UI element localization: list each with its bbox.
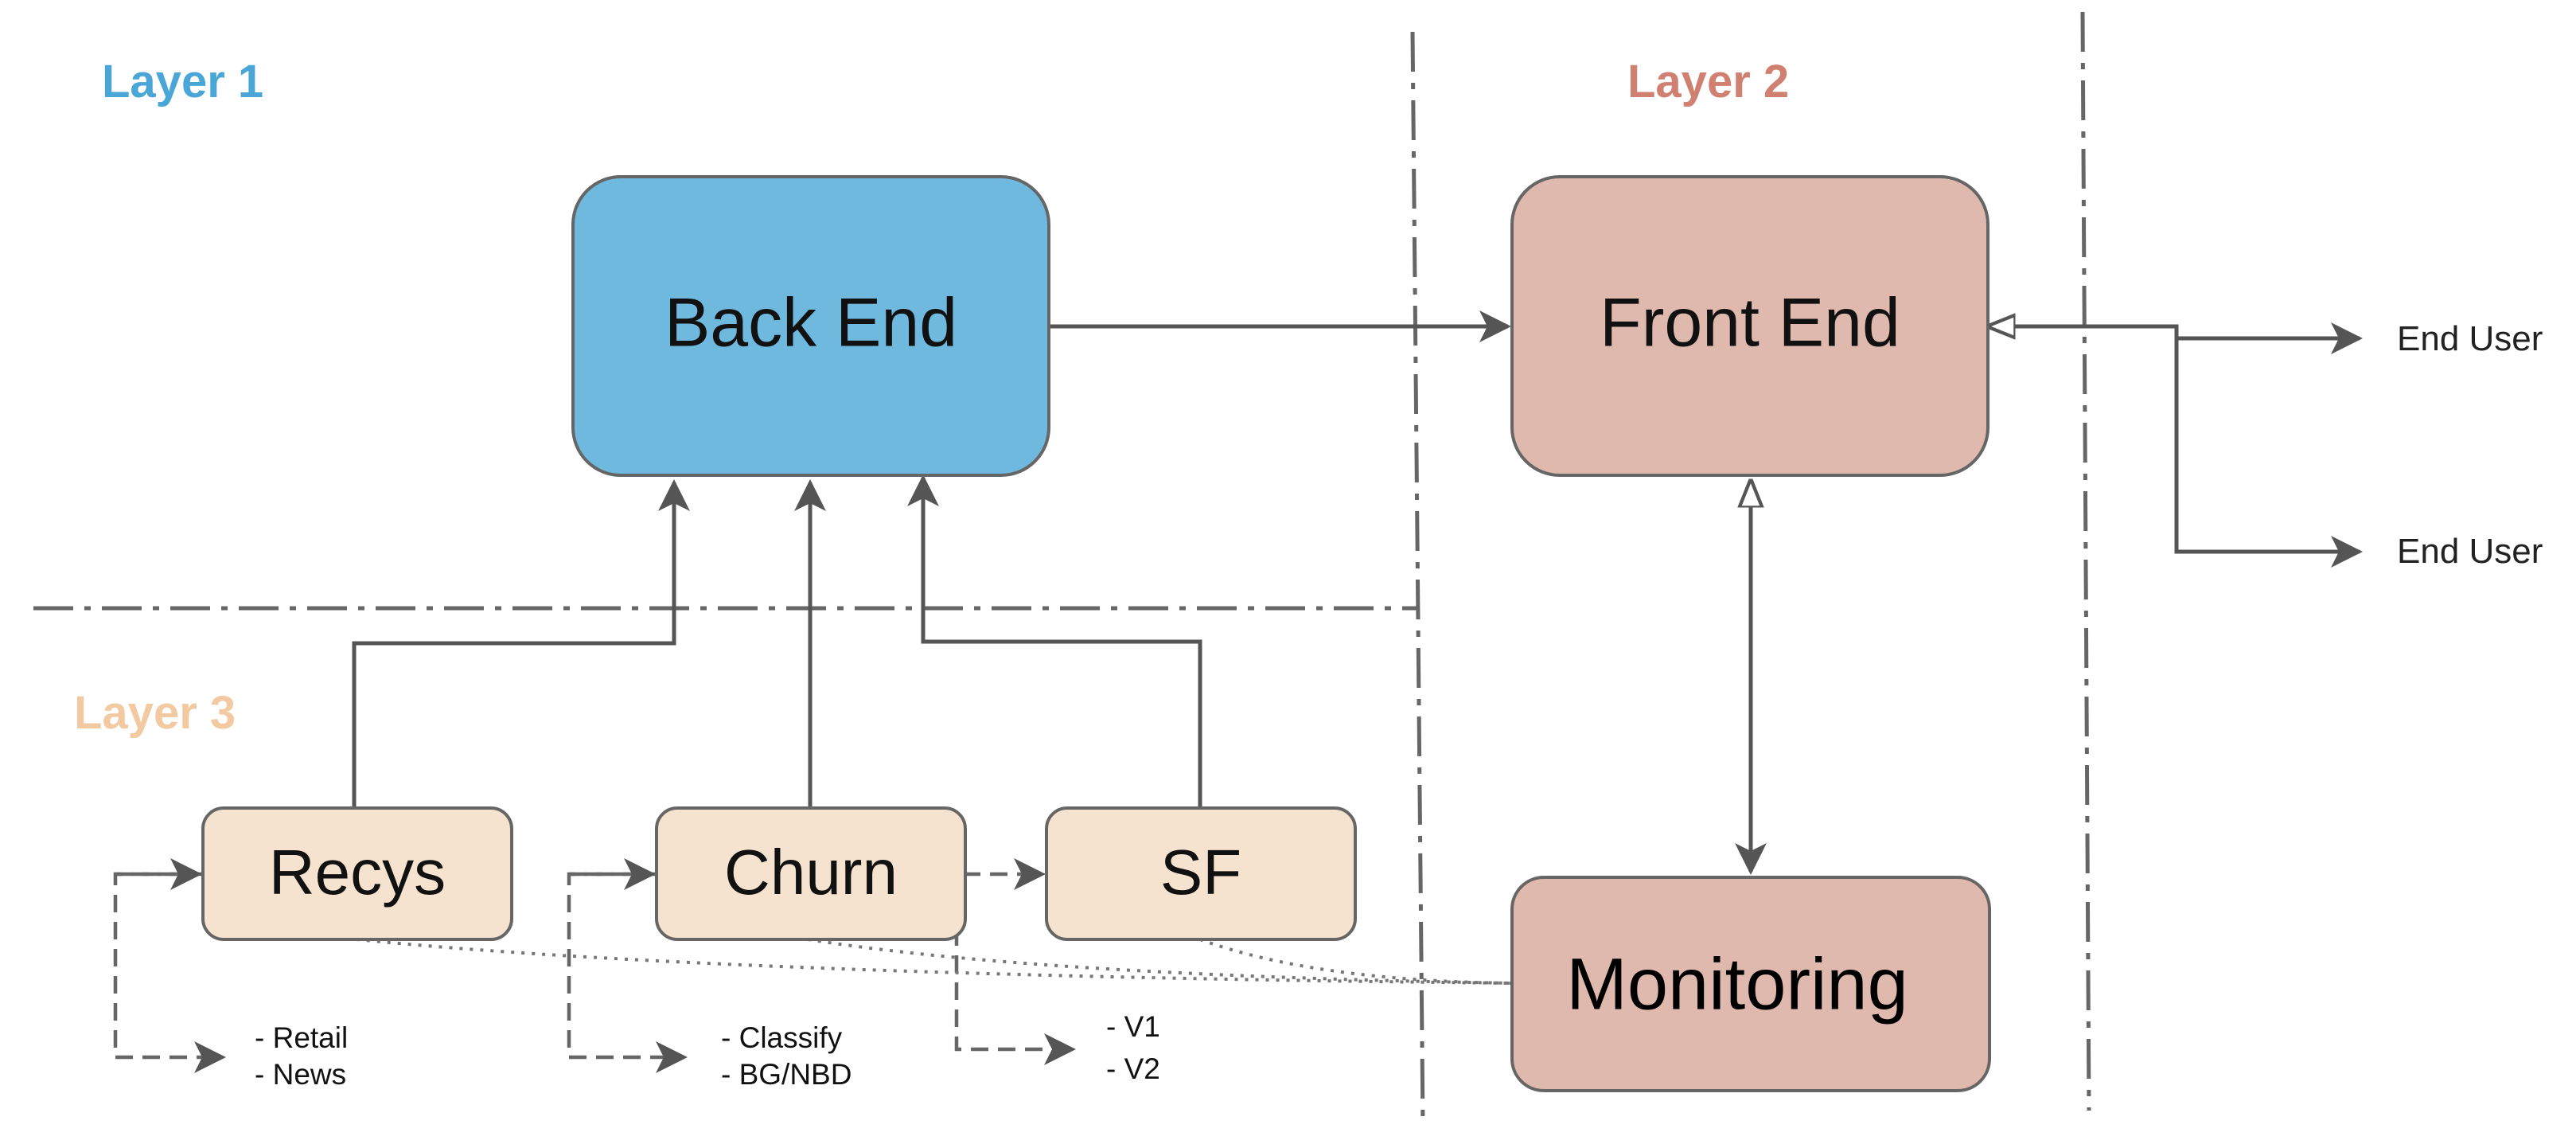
layer3-label: Layer 3 bbox=[74, 687, 236, 739]
sf-monitoring-link bbox=[1199, 938, 1513, 985]
separator-vertical-right bbox=[2080, 11, 2091, 1111]
connectors bbox=[352, 310, 2363, 872]
end-user-label-2: End User bbox=[2397, 532, 2543, 571]
end-user-2-connector bbox=[2174, 326, 2363, 568]
node-recys[interactable]: Recys bbox=[201, 806, 513, 941]
back-end-label: Back End bbox=[664, 285, 957, 361]
node-monitoring[interactable]: Monitoring bbox=[1510, 876, 1991, 1092]
front-end-label: Front End bbox=[1600, 285, 1900, 361]
sf-note-2: - V2 bbox=[1106, 1052, 1160, 1085]
churn-label: Churn bbox=[724, 837, 898, 908]
node-sf[interactable]: SF bbox=[1045, 806, 1357, 941]
monitoring-dotted-links bbox=[356, 938, 1513, 985]
layer-separators bbox=[33, 11, 2091, 1127]
churn-note-1: - Classify bbox=[721, 1021, 843, 1054]
separator-vertical-left bbox=[1410, 31, 1425, 1127]
recys-label: Recys bbox=[269, 837, 446, 908]
recys-note-2: - News bbox=[255, 1058, 346, 1091]
node-front-end[interactable]: Front End bbox=[1510, 175, 1989, 477]
sf-to-backend-connector bbox=[907, 474, 1202, 808]
monitoring-label: Monitoring bbox=[1566, 943, 1908, 1025]
end-user-label-1: End User bbox=[2397, 319, 2543, 358]
layer1-label: Layer 1 bbox=[102, 56, 263, 107]
churn-monitoring-link bbox=[807, 938, 1513, 985]
sf-label: SF bbox=[1160, 837, 1241, 908]
recys-monitoring-link bbox=[356, 938, 1513, 985]
node-back-end[interactable]: Back End bbox=[571, 175, 1050, 477]
sf-note-1: - V1 bbox=[1106, 1010, 1160, 1043]
recys-note-1: - Retail bbox=[255, 1021, 348, 1054]
recys-to-backend-connector bbox=[352, 479, 690, 808]
churn-note-2: - BG/NBD bbox=[721, 1058, 852, 1091]
layer2-label: Layer 2 bbox=[1627, 56, 1789, 107]
node-churn[interactable]: Churn bbox=[655, 806, 967, 941]
